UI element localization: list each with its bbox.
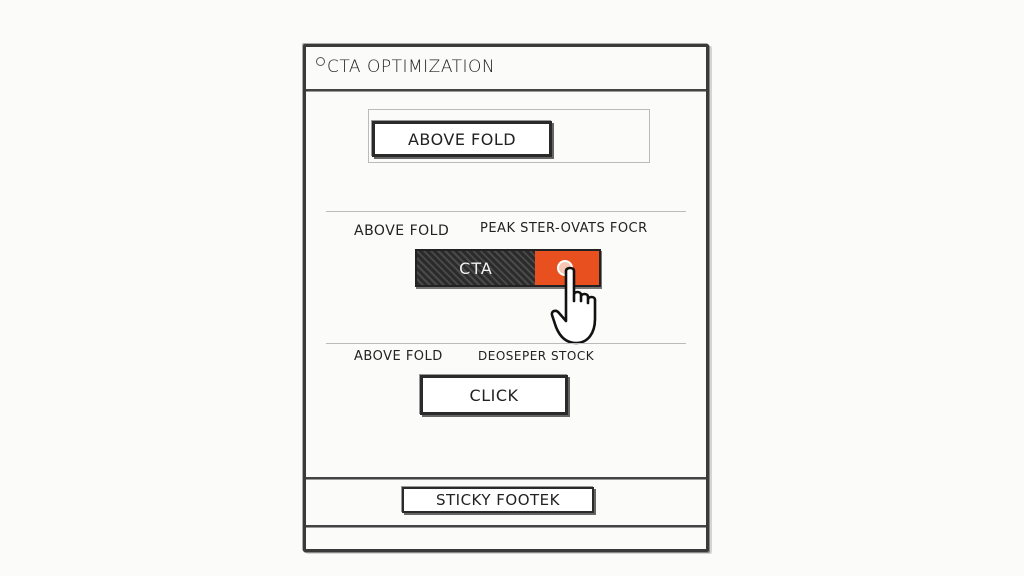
section-divider: [326, 343, 686, 344]
footer-top-divider: [306, 477, 706, 479]
section-divider: [326, 211, 686, 212]
sticky-footer[interactable]: STICKY FOOTEK: [402, 487, 594, 513]
above-fold-button-label: ABOVE FOLD: [407, 129, 517, 149]
above-fold-button[interactable]: ABOVE FOLD: [372, 121, 552, 157]
header-divider: [306, 89, 706, 91]
wireframe-frame: CTA OPTIMIZATION ABOVE FOLD ABOVE FOLD P…: [303, 44, 709, 552]
above-fold-placeholder: [368, 109, 650, 163]
section-label-left: ABOVE FOLD: [354, 349, 443, 364]
sticky-footer-label: STICKY FOOTEK: [435, 491, 561, 509]
click-button[interactable]: CLICK: [420, 375, 568, 415]
section-label-right: DEOSEPER STOCK: [478, 349, 595, 363]
section-label-right: PEAK STER-OVATS FOCR: [480, 221, 648, 236]
page-title: CTA OPTIMIZATION: [316, 57, 495, 77]
section-label-left: ABOVE FOLD: [354, 223, 450, 239]
click-button-label: CLICK: [469, 385, 519, 405]
footer-bottom-divider: [306, 525, 706, 527]
cta-label: CTA: [459, 258, 493, 278]
title-text: CTA OPTIMIZATION: [327, 57, 496, 77]
circle-icon: [316, 57, 325, 66]
hand-pointer-icon: [550, 266, 597, 345]
cta-button-main[interactable]: CTA: [417, 251, 535, 285]
